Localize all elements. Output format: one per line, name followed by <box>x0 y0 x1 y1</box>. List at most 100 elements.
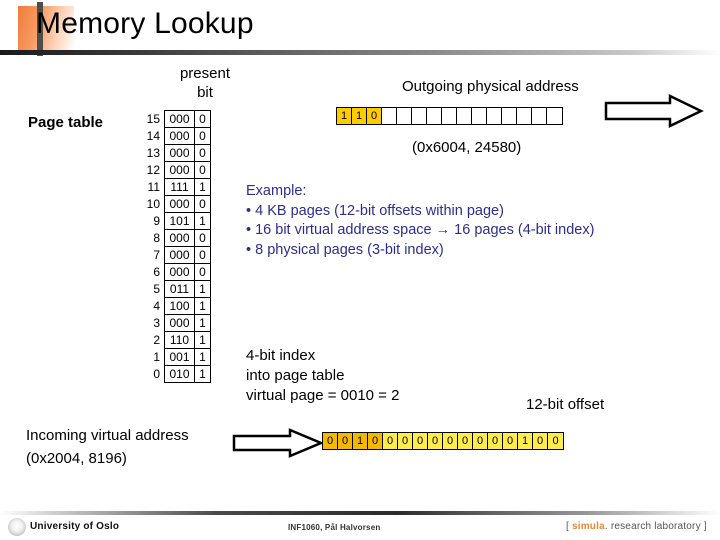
incoming-bit-cell: 0 <box>458 433 473 449</box>
footer-rule <box>0 511 720 515</box>
page-table-frame-cell: 001 <box>164 348 195 366</box>
page-table-frame-cell: 000 <box>164 110 195 128</box>
uio-seal-icon <box>8 518 26 536</box>
page-table-frame-cell: 000 <box>164 314 195 332</box>
footer-simula-logo: [ simula. research laboratory ] <box>566 521 707 532</box>
outgoing-physical-address-label: Outgoing physical address <box>402 78 579 95</box>
outgoing-arrow-icon <box>604 94 704 128</box>
page-table-present-cell: 1 <box>194 280 211 298</box>
incoming-bit-cell: 0 <box>323 433 338 449</box>
page-table-frame-cell: 000 <box>164 127 195 145</box>
footer-university: University of Oslo <box>30 521 120 532</box>
example-bullet-3-text: 8 physical pages (3-bit index) <box>255 241 444 258</box>
outgoing-bit-cell <box>547 108 562 124</box>
index-annotation-line2: into page table <box>246 367 345 384</box>
outgoing-bit-cell <box>502 108 517 124</box>
page-table-row-index: 7 <box>153 247 160 262</box>
incoming-bit-cell: 1 <box>518 433 533 449</box>
page-table-label: Page table <box>28 114 104 131</box>
incoming-bit-cell: 0 <box>383 433 398 449</box>
index-annotation-line3: virtual page = 0010 = 2 <box>246 387 400 404</box>
incoming-bit-cell: 0 <box>473 433 488 449</box>
outgoing-bit-cell: 0 <box>367 108 382 124</box>
page-title: Memory Lookup <box>36 7 254 40</box>
page-table-row-index: 4 <box>153 298 160 313</box>
page-table-row-index: 11 <box>147 179 160 194</box>
page-table-row-index: 5 <box>153 281 160 296</box>
outgoing-bit-cell <box>472 108 487 124</box>
incoming-bit-cell: 0 <box>398 433 413 449</box>
example-bullet-1-text: 4 KB pages (12-bit offsets within page) <box>255 202 504 219</box>
page-table-row-index: 9 <box>153 213 160 228</box>
outgoing-bit-cell <box>397 108 412 124</box>
page-table-present-cell: 0 <box>194 195 211 213</box>
outgoing-bit-cell: 1 <box>337 108 352 124</box>
incoming-bit-cell: 0 <box>368 433 383 449</box>
title-horizontal-rule <box>0 50 720 55</box>
page-table-frame-cell: 110 <box>164 331 195 349</box>
page-table-row-index: 2 <box>153 332 160 347</box>
page-table-present-cell: 0 <box>194 229 211 247</box>
page-table-frame-cell: 011 <box>164 280 195 298</box>
page-table-row-index: 13 <box>146 145 160 160</box>
example-bullet-1: • 4 KB pages (12-bit offsets within page… <box>246 202 504 219</box>
page-table-present-cell: 1 <box>194 348 211 366</box>
outgoing-bit-cell <box>487 108 502 124</box>
example-text-block: Example: • 4 KB pages (12-bit offsets wi… <box>246 182 594 260</box>
page-table-row-index: 3 <box>153 315 160 330</box>
page-table-frame-cell: 111 <box>164 178 195 196</box>
page-table-present-cell: 1 <box>194 178 211 196</box>
page-table-present-cell: 0 <box>194 110 211 128</box>
incoming-bit-cell: 0 <box>533 433 548 449</box>
page-table-row-index: 10 <box>146 196 160 211</box>
title-decoration-block <box>18 6 74 52</box>
outgoing-bit-cell <box>412 108 427 124</box>
present-bit-header-line2: bit <box>197 84 213 101</box>
example-bullet-3: • 8 physical pages (3-bit index) <box>246 241 444 258</box>
present-bit-header: present bit <box>160 64 250 102</box>
incoming-bit-cell: 1 <box>353 433 368 449</box>
page-table-row-index: 12 <box>146 162 160 177</box>
page-table-present-cell: 1 <box>194 297 211 315</box>
outgoing-bit-cell: 1 <box>352 108 367 124</box>
outgoing-bit-cell <box>517 108 532 124</box>
outgoing-bit-cell <box>457 108 472 124</box>
footer-simula-open: [ <box>566 521 572 532</box>
page-table-present-cell: 0 <box>194 246 211 264</box>
incoming-bit-cell: 0 <box>413 433 428 449</box>
footer-course-author: INF1060, Pål Halvorsen <box>288 523 381 532</box>
outgoing-physical-address-value: (0x6004, 24580) <box>412 139 522 156</box>
page-table-present-cell: 0 <box>194 144 211 162</box>
outgoing-bit-cell <box>442 108 457 124</box>
page-table-present-cell: 1 <box>194 331 211 349</box>
page-table-frame-cell: 000 <box>164 263 195 281</box>
present-bit-header-line1: present <box>179 65 231 82</box>
footer-simula-close: ] <box>700 521 707 532</box>
incoming-arrow-icon <box>232 428 324 458</box>
example-bullet-2: • 16 bit virtual address space → 16 page… <box>246 222 595 238</box>
incoming-virtual-address-line2: (0x2004, 8196) <box>26 450 127 467</box>
outgoing-bit-cell <box>532 108 547 124</box>
incoming-bit-cell: 0 <box>503 433 518 449</box>
page-table-frame-cell: 101 <box>164 212 195 230</box>
page-table-row-index: 8 <box>153 230 160 245</box>
page-table-frame-cell: 100 <box>164 297 195 315</box>
page-table-present-cell: 0 <box>194 263 211 281</box>
incoming-bit-cell: 0 <box>548 433 563 449</box>
example-bullet-2-text: 16 bit virtual address space → 16 pages … <box>255 222 595 238</box>
index-annotation: 4-bit index into page table virtual page… <box>246 346 399 406</box>
page-table-row-index: 15 <box>146 111 160 126</box>
page-table-frame-cell: 000 <box>164 144 195 162</box>
